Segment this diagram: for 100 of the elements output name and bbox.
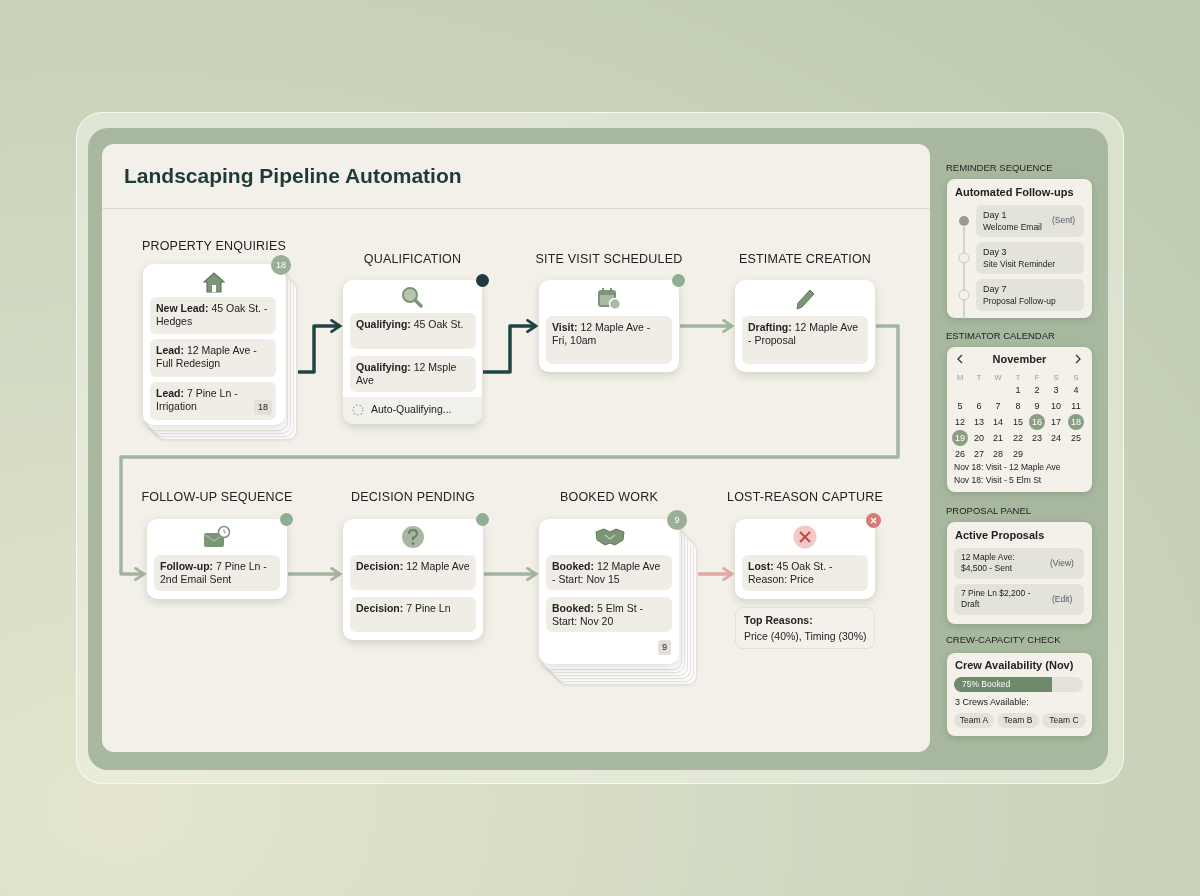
date-label: 5	[956, 400, 964, 413]
date-label: 7	[994, 400, 1002, 413]
item-text: Booked: 12 Maple Ave - Start: Nov 15	[552, 560, 662, 586]
date-label: 28	[992, 448, 1004, 461]
item-text: Booked: 5 Elm St - Start: Nov 20	[552, 602, 644, 628]
step-text: Site Visit Reminder	[983, 259, 1057, 270]
lead-card	[742, 555, 868, 591]
lead-card	[546, 555, 672, 590]
item-text: Decision: 12 Maple Ave	[356, 560, 470, 573]
arrow	[698, 567, 734, 581]
date-label: 10	[1050, 400, 1062, 413]
stage-heading: LOST-REASON CAPTURE	[726, 490, 884, 506]
date-label: 29	[1012, 448, 1024, 461]
stage-heading: PROPERTY ENQUIRIES	[140, 239, 288, 255]
item-text: Lost: 45 Oak St. - Reason: Price	[748, 560, 834, 586]
date-label: 20	[973, 432, 985, 445]
date-label: 11	[1070, 400, 1082, 413]
proposal-text: 12 Maple Ave: $4,500 - Sent	[961, 552, 1016, 574]
summary-heading: Top Reasons:	[744, 614, 814, 627]
item-text: New Lead: 45 Oak St. - Hedges	[156, 302, 269, 328]
day-label: Day 1	[983, 210, 1008, 222]
section-heading: REMINDER SEQUENCE	[946, 162, 1054, 174]
lead-card	[546, 316, 672, 364]
date-label: 1	[1014, 384, 1022, 397]
lead-card	[742, 316, 868, 364]
date-label: 22	[1012, 432, 1024, 445]
date-label: 8	[1014, 400, 1022, 413]
arrow	[483, 319, 538, 374]
count-tag: 18	[254, 400, 272, 416]
step-text: Proposal Follow-up	[983, 296, 1057, 307]
item-text: Drafting: 12 Maple Ave - Proposal	[748, 321, 860, 347]
stage-heading: SITE VISIT SCHEDULED	[534, 252, 684, 268]
item-text: Visit: 12 Maple Ave - Fri, 10am	[552, 321, 652, 347]
lead-card	[350, 313, 476, 349]
date-label: 17	[1050, 416, 1062, 429]
status-text: (Sent)	[1052, 215, 1077, 226]
lead-card	[546, 597, 672, 632]
day-label: Day 3	[983, 247, 1008, 259]
team-label: Team C	[1048, 715, 1080, 726]
lead-card	[350, 356, 476, 392]
arrow	[119, 324, 900, 581]
date-label: 4	[1072, 384, 1080, 397]
team-label: Team A	[958, 715, 990, 726]
lead-card	[154, 555, 280, 591]
card-title: Automated Follow-ups	[955, 186, 1075, 200]
item-text: Qualifying: 45 Oak St.	[356, 318, 465, 331]
stage-heading: BOOKED WORK	[558, 490, 659, 506]
card-title: Crew Availability (Nov)	[955, 659, 1075, 673]
date-label: 26	[954, 448, 966, 461]
lead-card	[350, 597, 476, 632]
lead-card	[150, 382, 276, 420]
date-label: 2	[1033, 384, 1041, 397]
date-label: 12	[954, 416, 966, 429]
date-label: 14	[992, 416, 1004, 429]
count-tag: 9	[658, 640, 671, 656]
date-label: 3	[1052, 384, 1060, 397]
summary-text: Price (40%), Timing (30%)	[744, 630, 868, 643]
date-label: 9	[1033, 400, 1041, 413]
date-label: 15	[1012, 416, 1024, 429]
card-title: Active Proposals	[955, 529, 1046, 543]
stage-heading: FOLLOW-UP SEQUENCE	[140, 490, 294, 506]
item-text: Follow-up: 7 Pine Ln - 2nd Email Sent	[160, 560, 268, 586]
item-text: Lead: 12 Maple Ave - Full Redesign	[156, 344, 258, 370]
view-link: (View)	[1050, 558, 1075, 569]
date-label: 27	[973, 448, 985, 461]
item-text: Decision: 7 Pine Ln	[356, 602, 452, 615]
page-title: Landscaping Pipeline Automation	[124, 164, 462, 188]
item-text: Qualifying: 12 Msple Ave	[356, 361, 458, 387]
date-label: 23	[1031, 432, 1043, 445]
date-label: 21	[992, 432, 1004, 445]
stage-heading: DECISION PENDING	[349, 490, 477, 506]
lead-card	[150, 297, 276, 334]
item-text: Lead: 7 Pine Ln - Irrigation	[156, 387, 239, 413]
stage-heading: QUALIFICATION	[362, 252, 463, 268]
arrow	[298, 319, 342, 374]
month-label: November	[991, 353, 1048, 367]
progress-text: 75% Booked	[962, 679, 1012, 690]
arrow	[484, 567, 538, 581]
proposal-text: 7 Pine Ln $2,200 - Draft	[961, 588, 1032, 610]
date-label: 25	[1070, 432, 1082, 445]
date-label: 13	[973, 416, 985, 429]
event-text: Nov 18: Visit - 5 Elm St	[954, 475, 1043, 486]
day-label: Day 7	[983, 284, 1008, 296]
date-label: 6	[975, 400, 983, 413]
event-text: Nov 18: Visit - 12 Maple Ave	[954, 462, 1062, 473]
section-heading: CREW-CAPACITY CHECK	[946, 634, 1062, 646]
status-text: Auto-Qualifying...	[371, 403, 453, 417]
progress-bar	[954, 677, 1083, 692]
step-text: Welcome Email	[983, 222, 1043, 233]
lead-card	[150, 339, 276, 377]
arrow	[680, 319, 734, 333]
lead-card	[350, 555, 476, 590]
section-heading: PROPOSAL PANEL	[946, 505, 1032, 517]
date-label: 24	[1050, 432, 1062, 445]
edit-link: (Edit)	[1052, 594, 1074, 605]
arrow	[288, 567, 342, 581]
stage-heading: ESTIMATE CREATION	[737, 252, 873, 268]
team-label: Team B	[1002, 715, 1034, 726]
section-heading: ESTIMATOR CALENDAR	[946, 330, 1056, 342]
capacity-text: 3 Crews Available:	[955, 697, 1030, 709]
